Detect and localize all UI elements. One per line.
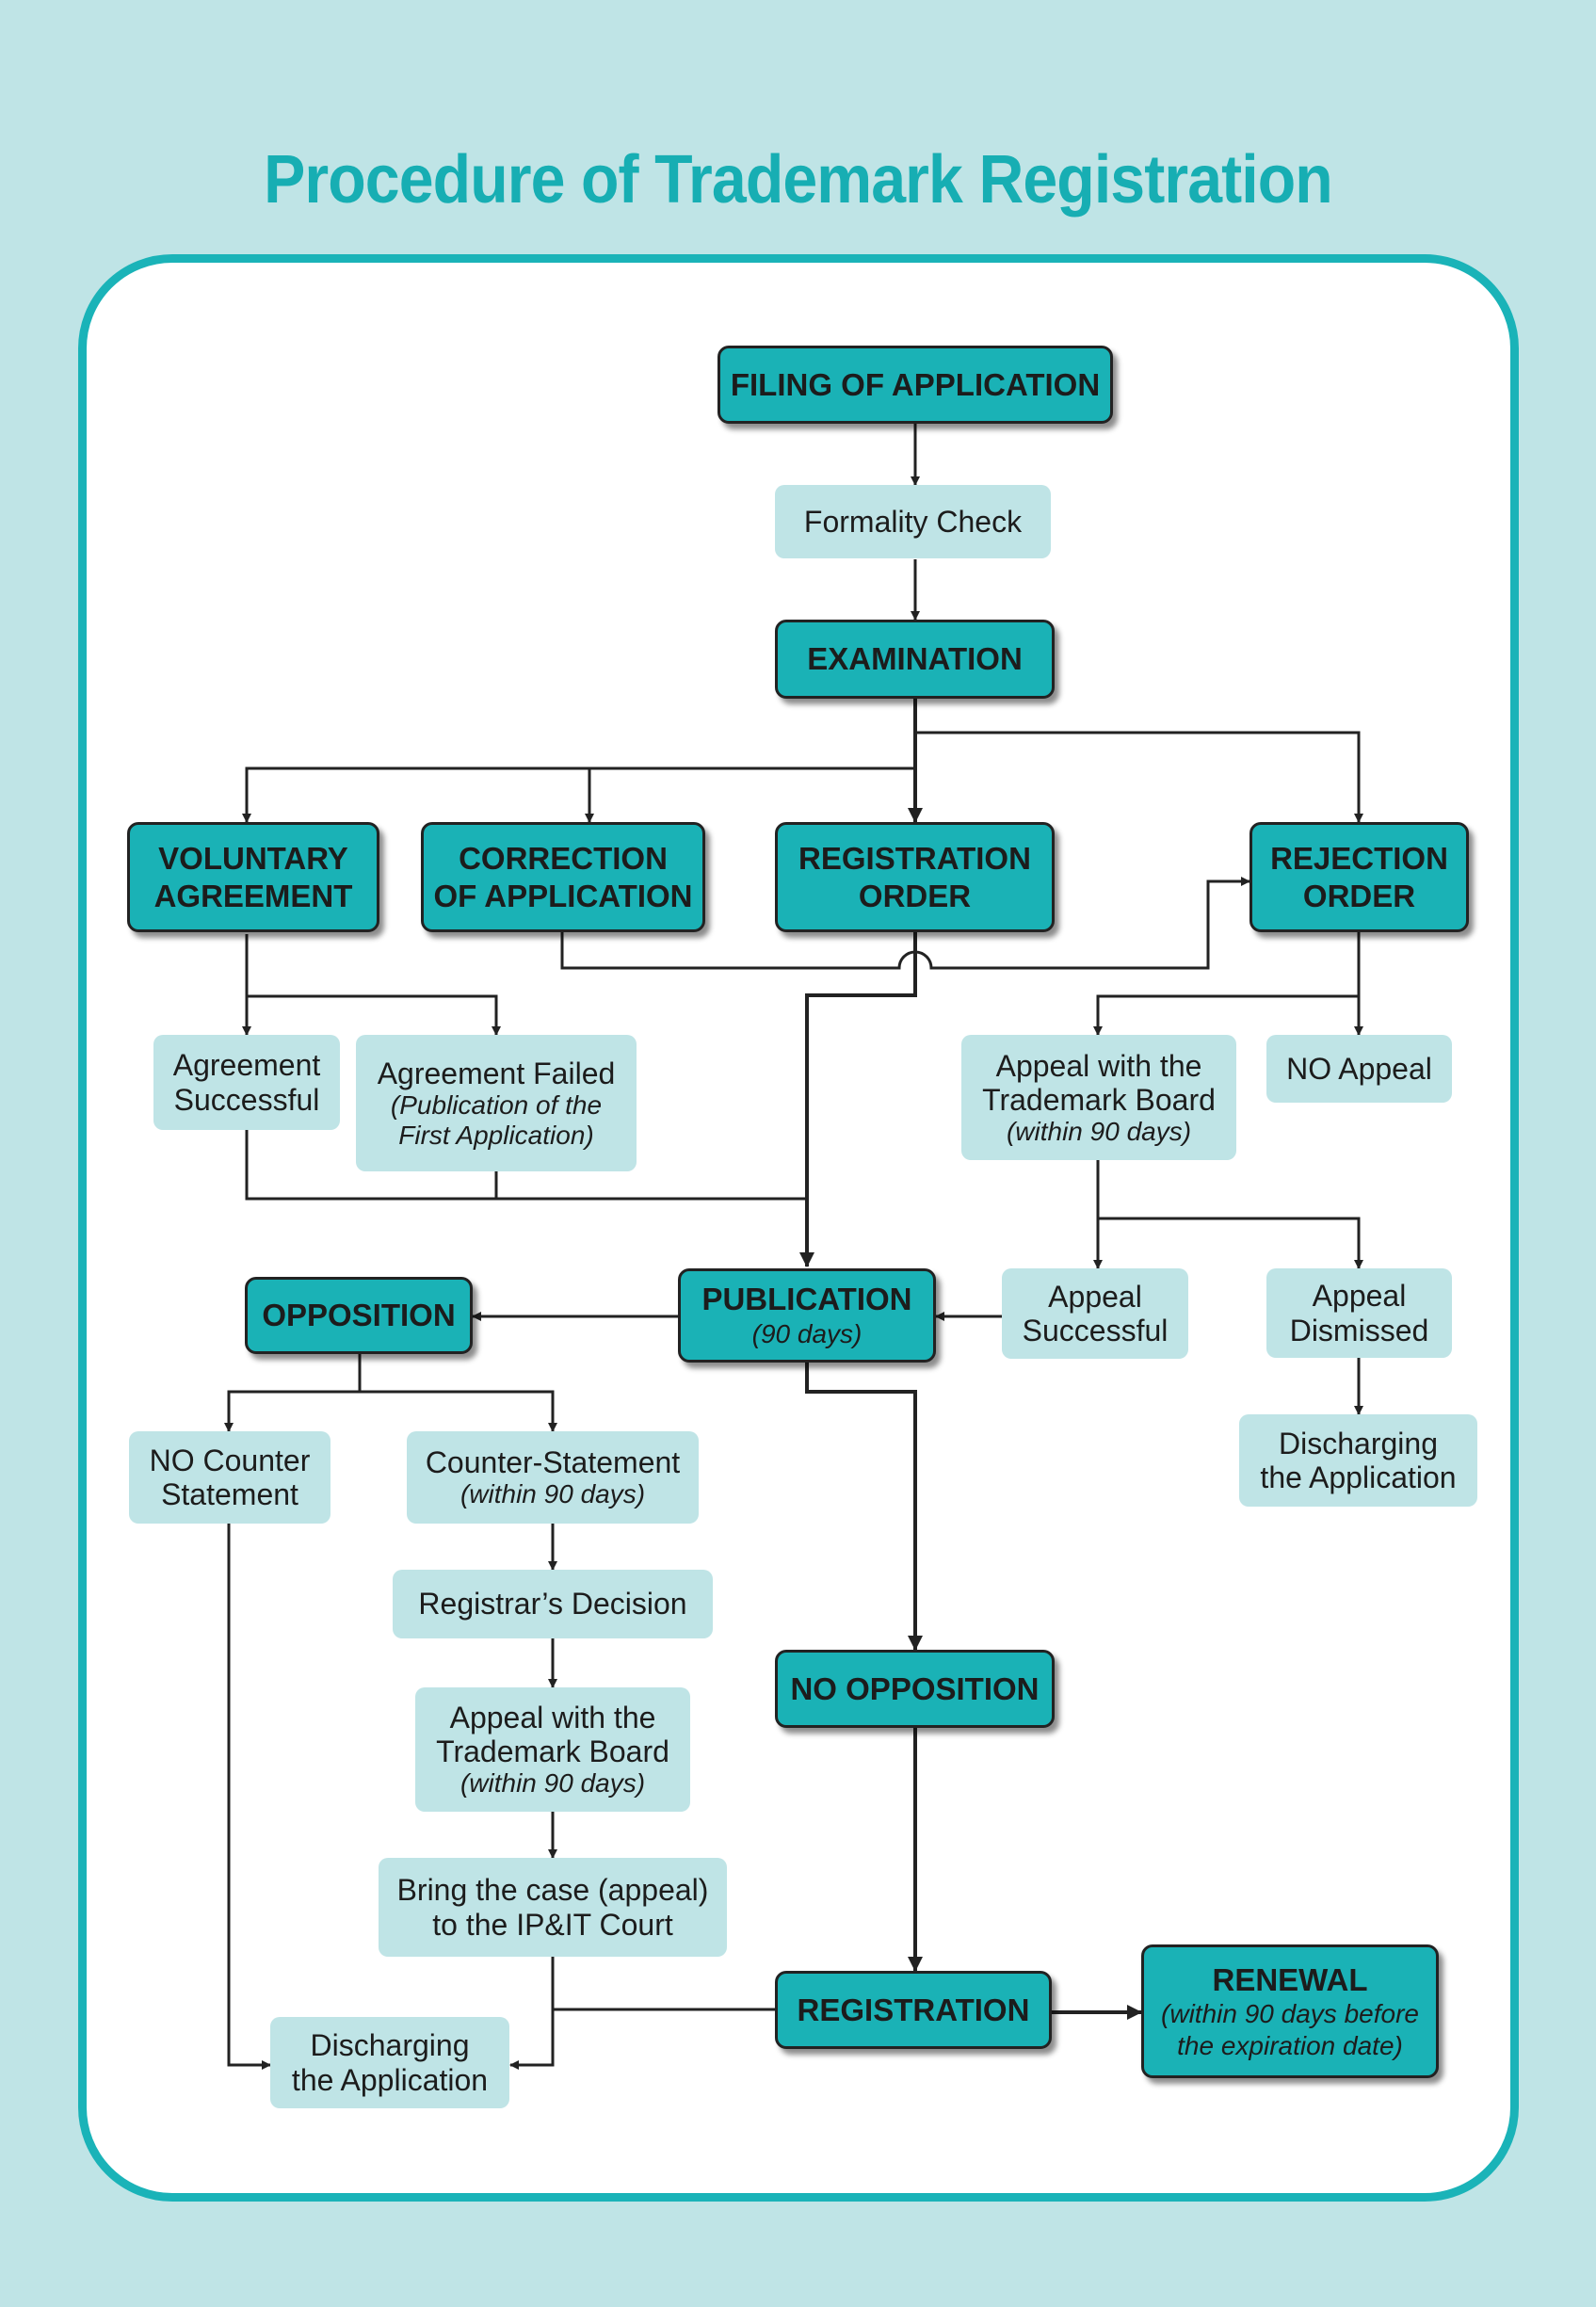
- arrow-appeal-dismissed: [1098, 1217, 1363, 1269]
- bring-case-court-box: Bring the case (appeal) to the IP&IT Cou…: [379, 1858, 727, 1957]
- appeal-trademark-board-box-1: Appeal with the Trademark Board (within …: [961, 1035, 1236, 1160]
- arrow-registration-order-publication: [799, 932, 917, 1267]
- correction-of-application-box: CORRECTION OF APPLICATION: [421, 822, 705, 932]
- appeal-board-1-sub: (within 90 days): [1006, 1116, 1192, 1146]
- agreement-failed-box: Agreement Failed (Publication of the Fir…: [356, 1035, 637, 1171]
- appeal-successful-box: Appeal Successful: [1002, 1268, 1188, 1359]
- voluntary-label-2: AGREEMENT: [153, 878, 353, 913]
- appeal-successful-label-2: Successful: [1022, 1314, 1169, 1347]
- discharging-application-box-left: Discharging the Application: [270, 2017, 509, 2108]
- arrow-opposition-no-counter: [224, 1353, 362, 1432]
- filing-of-application-box: FILING OF APPLICATION: [717, 346, 1113, 424]
- publication-box: PUBLICATION (90 days): [678, 1268, 936, 1363]
- voluntary-agreement-box: VOLUNTARY AGREEMENT: [127, 822, 379, 932]
- counter-statement-label: Counter-Statement: [425, 1445, 681, 1480]
- no-opposition-label: NO OPPOSITION: [790, 1670, 1040, 1706]
- rejection-label-1: REJECTION: [1270, 840, 1448, 876]
- registration-label: REGISTRATION: [797, 1992, 1030, 2027]
- agreement-successful-label-1: Agreement: [172, 1048, 321, 1083]
- agreement-failed-sub-2: First Application): [398, 1120, 594, 1150]
- diagram-panel: [78, 254, 1519, 2202]
- appeal-dismissed-label-1: Appeal: [1312, 1279, 1407, 1314]
- publication-label: PUBLICATION: [701, 1282, 912, 1317]
- examination-box: EXAMINATION: [775, 620, 1055, 699]
- formality-label: Formality Check: [803, 504, 1023, 539]
- arrow-bring-case-discharging: [509, 1957, 555, 2070]
- appeal-dismissed-label-2: Dismissed: [1289, 1313, 1429, 1347]
- registration-order-label-2: ORDER: [858, 878, 972, 913]
- registration-order-box: REGISTRATION ORDER: [775, 822, 1055, 932]
- rejection-label-2: ORDER: [1302, 878, 1416, 913]
- arrow-rejection-appeal: [1093, 994, 1359, 1036]
- renewal-label: RENEWAL: [1212, 1961, 1368, 1997]
- opposition-box: OPPOSITION: [245, 1277, 473, 1354]
- no-appeal-label: NO Appeal: [1286, 1051, 1432, 1086]
- registration-order-label-1: REGISTRATION: [798, 840, 1031, 876]
- arrow-examination-voluntary: [242, 766, 915, 823]
- agreement-failed-label: Agreement Failed: [377, 1056, 616, 1090]
- appeal-board-2-label-1: Appeal with the: [449, 1701, 656, 1735]
- arrow-examination-rejection: [915, 731, 1363, 823]
- agreement-successful-box: Agreement Successful: [153, 1035, 340, 1130]
- discharging-application-box-right: Discharging the Application: [1239, 1414, 1477, 1507]
- formality-check-box: Formality Check: [775, 485, 1051, 558]
- appeal-successful-label-1: Appeal: [1048, 1279, 1142, 1314]
- appeal-board-1-label-1: Appeal with the: [995, 1048, 1202, 1083]
- discharging-left-label-1: Discharging: [310, 2028, 470, 2063]
- agreement-failed-sub-1: (Publication of the: [390, 1089, 603, 1120]
- appeal-board-2-label-2: Trademark Board: [436, 1734, 669, 1769]
- appeal-dismissed-box: Appeal Dismissed: [1266, 1268, 1452, 1358]
- appeal-board-1-label-2: Trademark Board: [982, 1082, 1216, 1117]
- no-counter-statement-box: NO Counter Statement: [129, 1431, 330, 1524]
- appeal-trademark-board-box-2: Appeal with the Trademark Board (within …: [415, 1687, 690, 1812]
- registration-box: REGISTRATION: [775, 1971, 1052, 2049]
- line-agreement-join: [245, 1130, 807, 1201]
- correction-label-1: CORRECTION: [459, 840, 668, 876]
- no-counter-label-2: Statement: [161, 1477, 298, 1511]
- rejection-order-box: REJECTION ORDER: [1249, 822, 1469, 932]
- bring-case-label-2: to the IP&IT Court: [432, 1907, 673, 1942]
- no-counter-label-1: NO Counter: [149, 1443, 311, 1477]
- bring-case-label-1: Bring the case (appeal): [396, 1873, 709, 1908]
- renewal-sub-2: the expiration date): [1177, 2030, 1403, 2060]
- no-appeal-box: NO Appeal: [1266, 1035, 1452, 1103]
- opposition-label: OPPOSITION: [262, 1298, 456, 1333]
- renewal-box: RENEWAL (within 90 days before the expir…: [1141, 1944, 1439, 2078]
- correction-label-2: OF APPLICATION: [433, 878, 693, 913]
- counter-statement-box: Counter-Statement (within 90 days): [407, 1431, 699, 1524]
- discharging-left-label-2: the Application: [291, 2062, 489, 2097]
- renewal-sub-1: (within 90 days before: [1161, 1999, 1419, 2029]
- voluntary-label-1: VOLUNTARY: [158, 840, 348, 876]
- no-opposition-box: NO OPPOSITION: [775, 1650, 1055, 1728]
- examination-label: EXAMINATION: [807, 641, 1023, 677]
- registrars-decision-box: Registrar’s Decision: [393, 1570, 713, 1638]
- discharging-right-label-2: the Application: [1260, 1460, 1457, 1494]
- filing-label: FILING OF APPLICATION: [730, 366, 1101, 402]
- arrow-voluntary-agreement-failed: [245, 934, 501, 1036]
- arrow-publication-no-opposition: [805, 1363, 923, 1651]
- arrow-no-counter-discharging: [227, 1524, 271, 2070]
- appeal-board-2-sub: (within 90 days): [459, 1768, 646, 1799]
- registrar-label: Registrar’s Decision: [418, 1587, 687, 1621]
- agreement-successful-label-2: Successful: [173, 1082, 320, 1117]
- arrow-opposition-counter: [360, 1390, 557, 1432]
- publication-sub: (90 days): [751, 1319, 862, 1348]
- discharging-right-label-1: Discharging: [1279, 1426, 1438, 1460]
- counter-statement-sub: (within 90 days): [459, 1479, 646, 1509]
- page-title: Procedure of Trademark Registration: [264, 142, 1333, 218]
